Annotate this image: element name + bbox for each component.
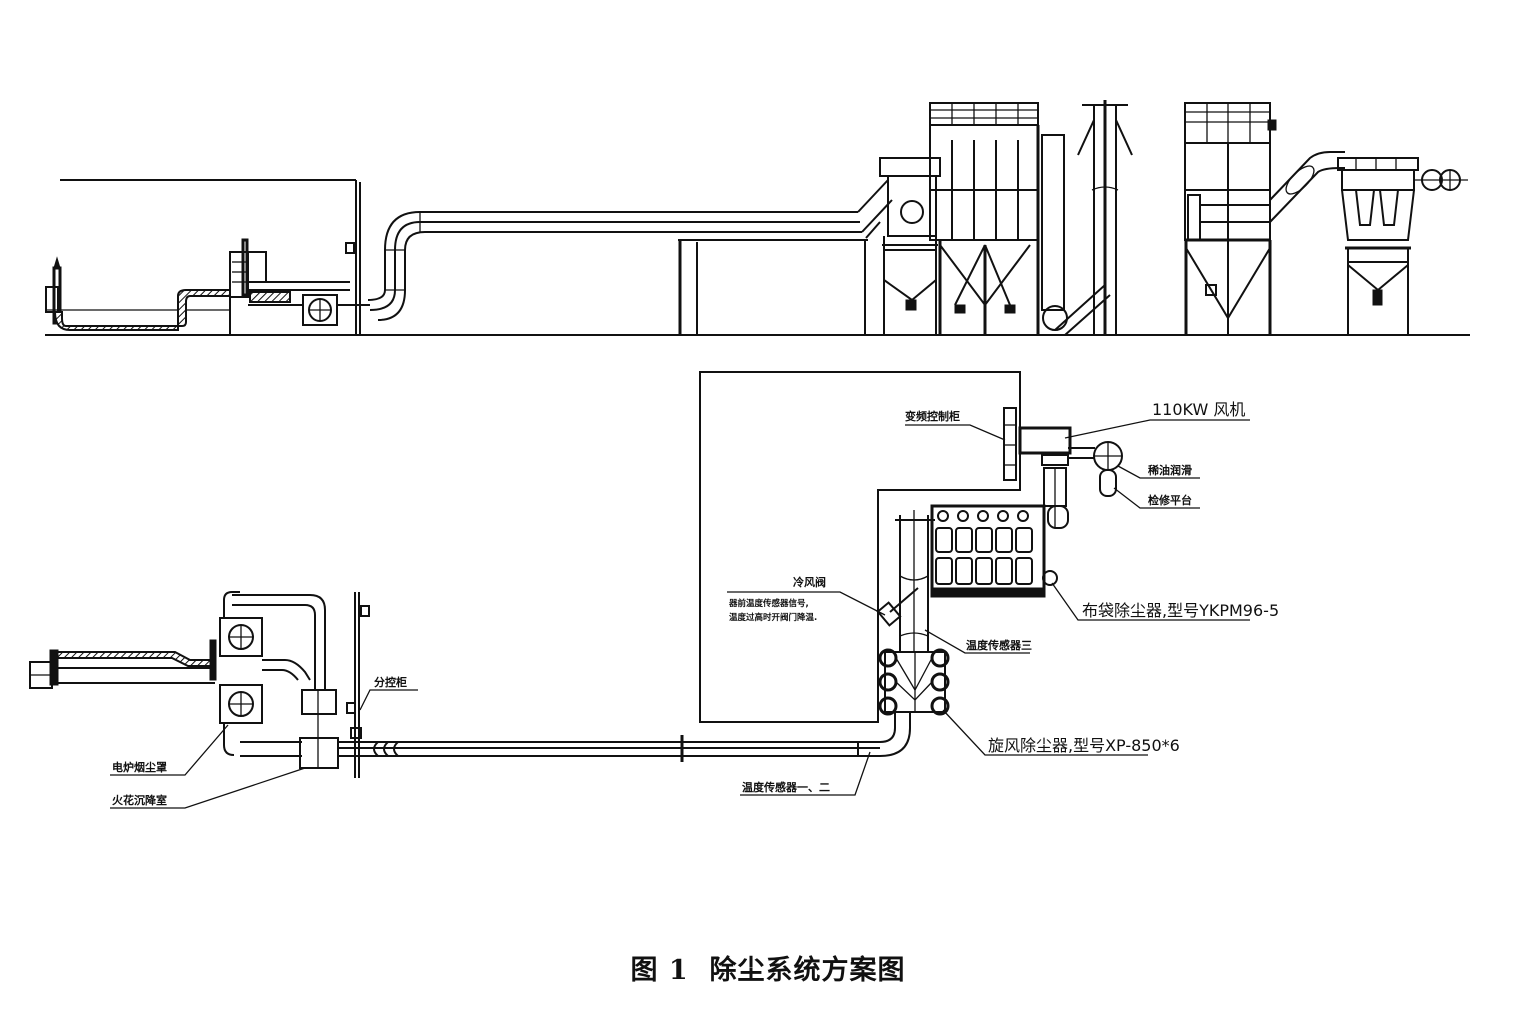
bag-filter-elevation — [929, 102, 1040, 335]
label-valve-note-line1: 器前温度传感器信号, — [728, 598, 809, 609]
fan-and-stack-elevation — [1041, 100, 1133, 336]
leader-lines — [110, 419, 1250, 809]
flue-duct-hatched — [53, 289, 231, 331]
cyclone-elevation — [879, 157, 941, 335]
label-cyclone: 旋风除尘器,型号XP-850*6 — [988, 736, 1180, 755]
elevation-view — [45, 100, 1470, 336]
caption-number: 图 1 — [630, 955, 689, 986]
label-spark-chamber: 火花沉降室 — [112, 793, 167, 807]
plan-view — [29, 371, 1123, 778]
spark-chamber-elevation — [229, 238, 370, 335]
cyclone-plan — [878, 648, 950, 716]
label-service-platform: 检修平台 — [1148, 493, 1192, 507]
label-valve-note-line2: 温度过高时开阀门降温. — [729, 612, 817, 623]
label-temp-sensor-1-2: 温度传感器一、二 — [742, 780, 830, 794]
multicyclone-elevation — [1337, 157, 1468, 335]
building-outline-plan — [699, 371, 1021, 723]
main-duct-plan — [338, 712, 911, 762]
caption-title: 除尘系统方案图 — [709, 955, 906, 986]
label-fan: 110KW 风机 — [1152, 400, 1245, 419]
inclined-duct-elevation — [1269, 151, 1345, 223]
label-sub-control-cabinet: 分控柜 — [374, 675, 407, 689]
riser-duct-plan — [876, 510, 935, 652]
spark-chamber-plan — [209, 591, 339, 769]
label-temp-sensor-3: 温度传感器三 — [966, 638, 1032, 652]
second-filter-elevation — [1184, 102, 1277, 335]
sub-control-wall — [346, 592, 370, 778]
label-oil-lubrication: 稀油润滑 — [1148, 463, 1192, 477]
workshop-building-outline — [60, 179, 361, 335]
bag-filter-plan — [930, 504, 1058, 598]
main-duct-elevation — [367, 179, 893, 335]
furnace-hood-plan — [29, 649, 216, 689]
label-furnace-hood: 电炉烟尘罩 — [112, 760, 167, 774]
label-vfd-cabinet: 变频控制柜 — [905, 409, 960, 423]
fan-plan — [1003, 407, 1123, 529]
label-cold-air-valve: 冷风阀 — [793, 575, 826, 589]
label-bag-filter: 布袋除尘器,型号YKPM96-5 — [1082, 601, 1279, 620]
figure-caption: 图 1 除尘系统方案图 — [0, 948, 1536, 987]
